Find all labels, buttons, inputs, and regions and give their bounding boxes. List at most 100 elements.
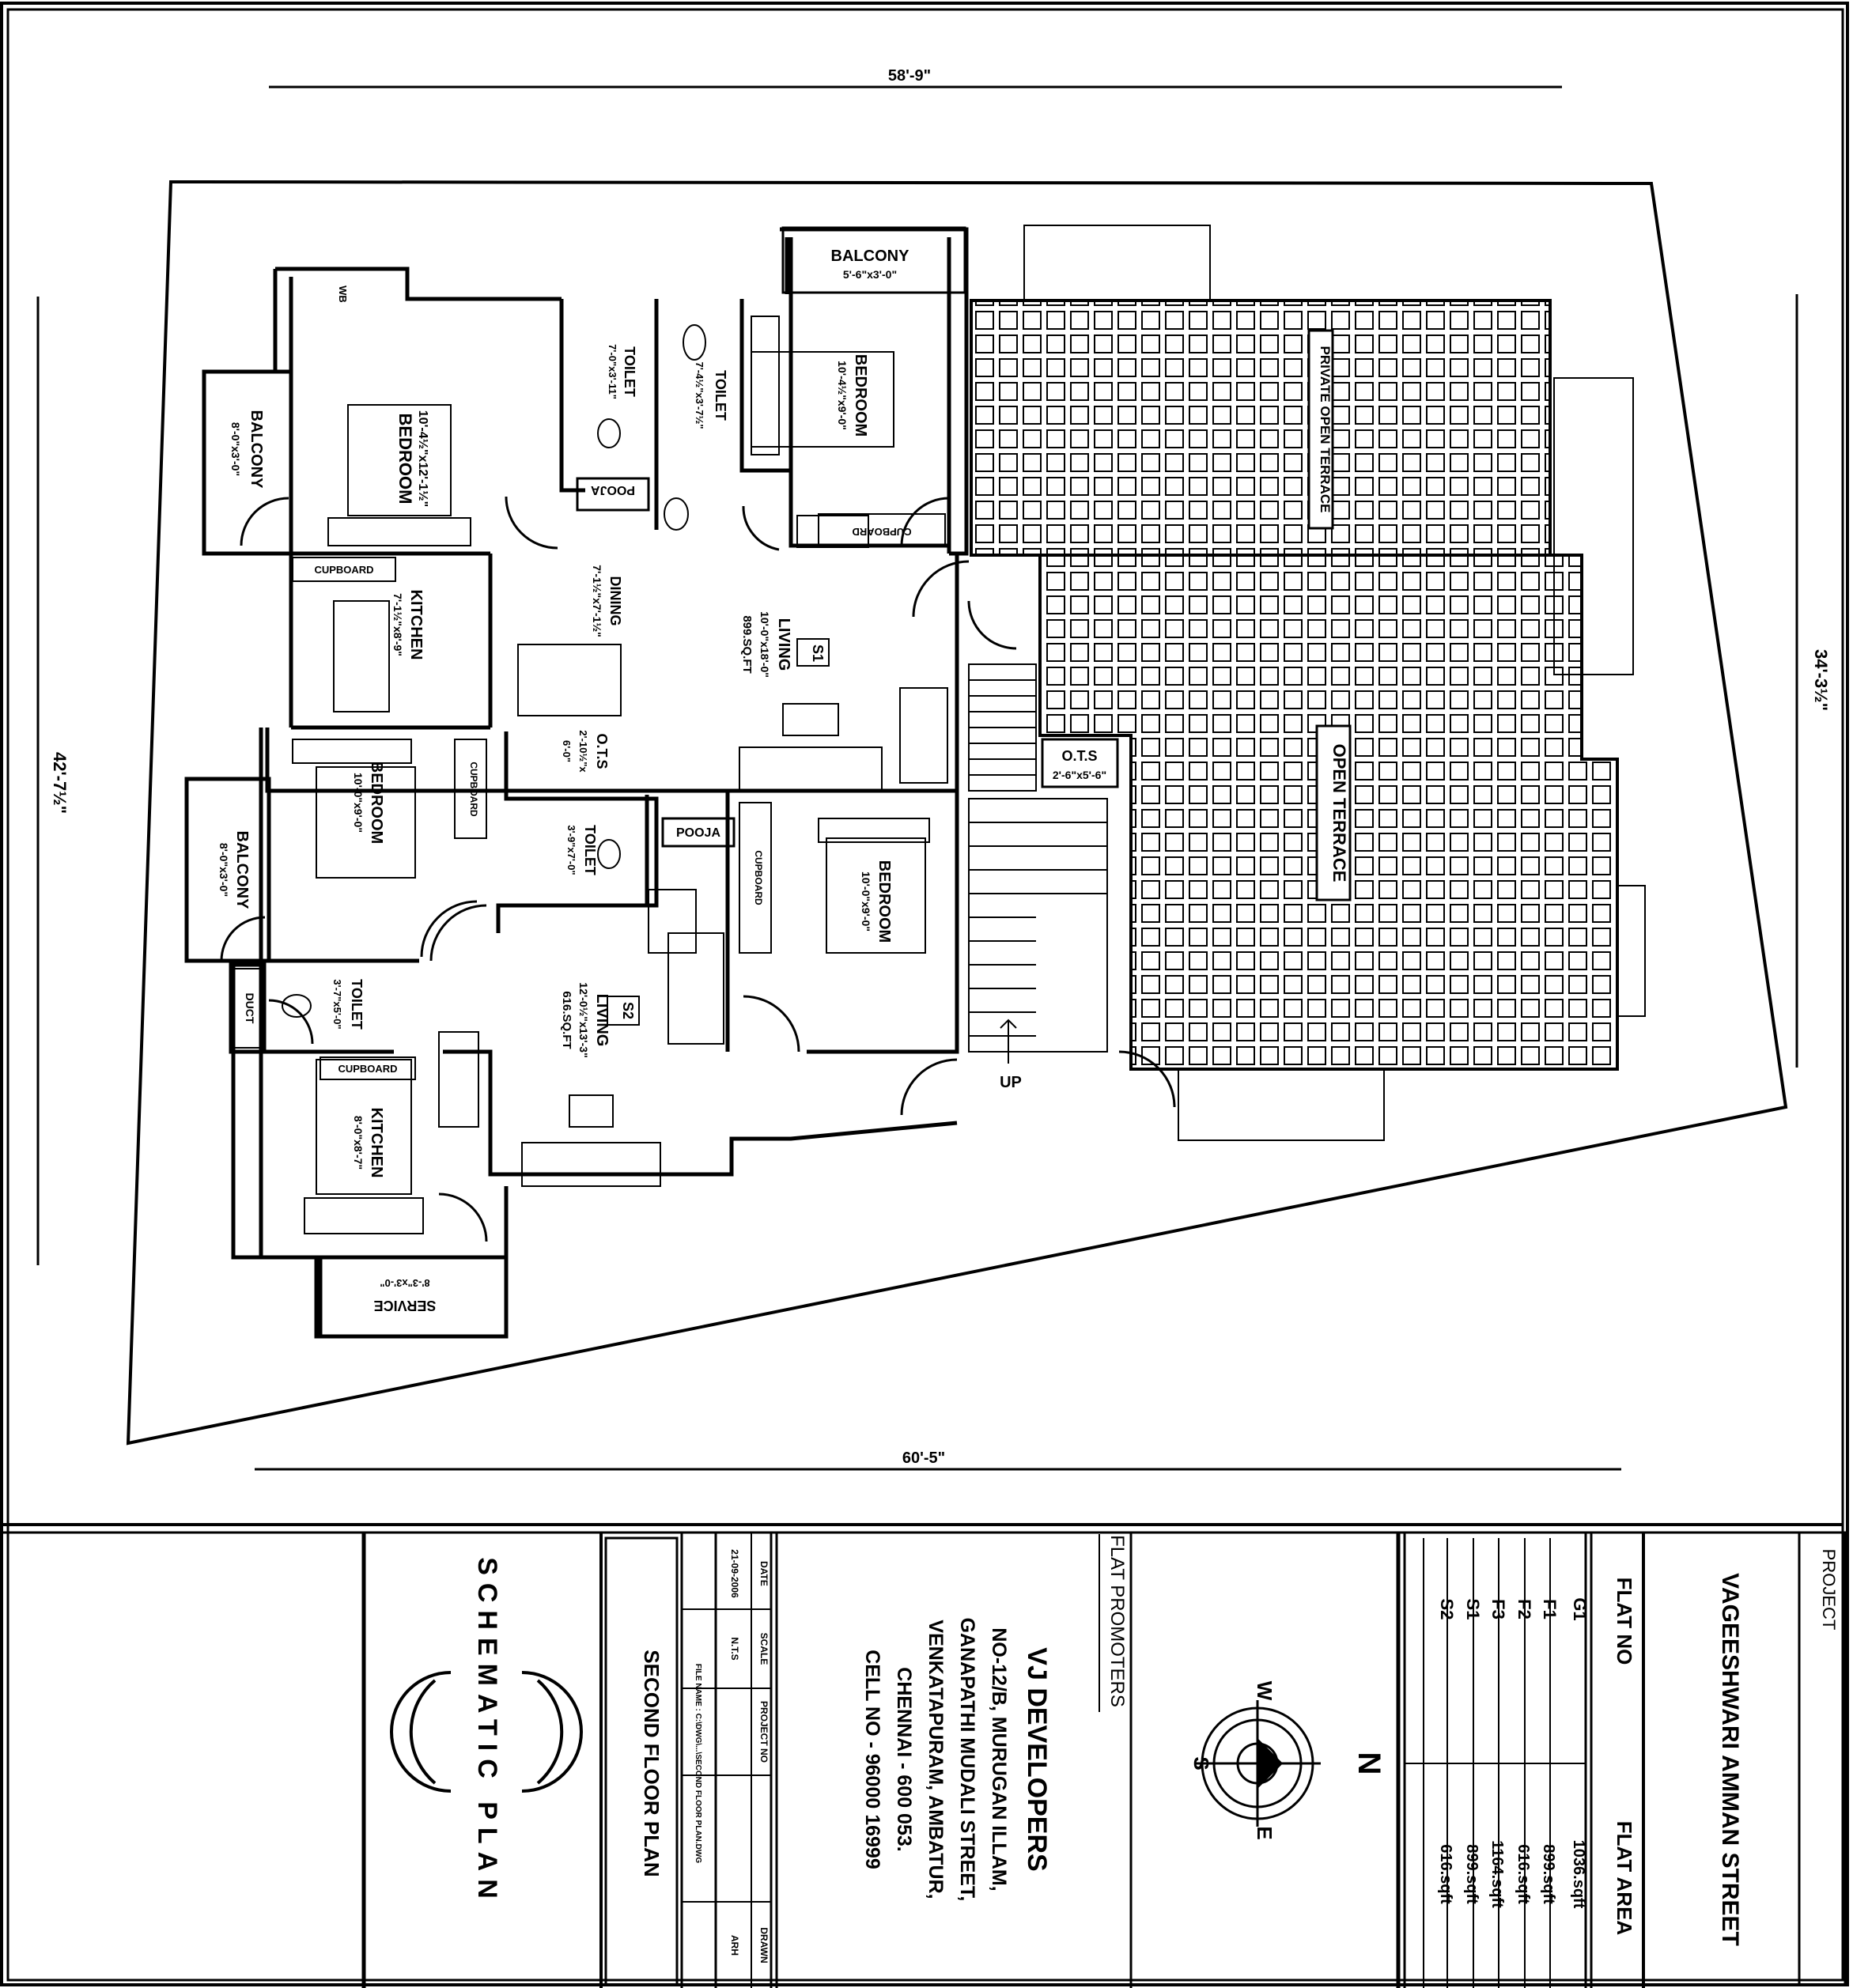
dim-left: 42'-7½"	[50, 752, 70, 814]
kitchen2-name: KITCHEN	[368, 1108, 385, 1178]
private-terrace-label-box	[1307, 329, 1334, 530]
developer-line4: CHENNAI - 600 053.	[893, 1667, 915, 1851]
cupboard-kitchen1-box	[292, 557, 396, 582]
title-block-frame	[361, 1531, 1847, 1988]
compass-n: N	[1352, 1752, 1386, 1775]
pooja2-label: POOJA	[676, 826, 720, 840]
ots1-name: O.T.S	[594, 733, 610, 769]
building-walls	[184, 227, 969, 1339]
living-s1-size: 10'-0"x18'-0"	[758, 611, 771, 678]
toilet2-size: 7'-4½"x3'-7½"	[694, 361, 705, 429]
toilet3-name: TOILET	[582, 825, 598, 875]
flat-promoters-label: FLAT PROMOTERS	[1106, 1535, 1128, 1707]
compass-s: S	[1189, 1756, 1213, 1770]
living-s2-name: LIVING	[593, 994, 611, 1047]
compass-w: W	[1253, 1681, 1276, 1701]
dimension-lines	[36, 85, 1798, 1471]
developer-line2: GANAPATHI MUDALI STREET,	[956, 1618, 978, 1902]
dim-right: 34'-3½"	[1811, 649, 1831, 711]
flat-row-area: 616.sqft	[1437, 1844, 1454, 1904]
developer-line5: CELL NO - 96000 16999	[861, 1650, 883, 1869]
toilet2-name: TOILET	[713, 370, 728, 421]
ots1-size2: 6'-0"	[561, 740, 573, 762]
flat-s1-tag	[796, 638, 830, 667]
date-value: 21-09-2006	[729, 1549, 740, 1598]
date-label: DATE	[758, 1561, 770, 1586]
dim-top: 58'-9"	[888, 67, 931, 85]
flat-row-area: 899.sqft	[1463, 1844, 1481, 1904]
scale-value: N.T.S	[729, 1637, 740, 1660]
project-label: PROJECT	[1819, 1549, 1839, 1631]
pooja2-box	[661, 817, 736, 848]
flat-row-no: G1	[1570, 1597, 1590, 1620]
bedroom1-size: 10'-4½"x12'-1½"	[416, 410, 429, 507]
bedroom3-size: 10'-0"x9'-0"	[352, 773, 365, 833]
flat-s2-tag	[607, 996, 640, 1026]
duct-label: DUCT	[244, 993, 256, 1024]
service-size: 8'-3"x3'-0"	[380, 1277, 429, 1289]
file-name: FILE NAME : C:\DWG\...\SECOND FLOOR PLAN…	[694, 1664, 702, 1863]
cupboard-bedroom3-label: CUPBOARD	[468, 762, 479, 817]
bedroom2-size: 10'-4½"x9'-0"	[836, 361, 849, 430]
bedroom3-name: BEDROOM	[368, 762, 385, 844]
developer-line1: NO-12/B, MURUGAN ILLAM,	[988, 1627, 1010, 1891]
pooja1-label: POOJA	[591, 483, 635, 497]
balcony-top-name: BALCONY	[831, 248, 910, 265]
ots2-name: O.T.S	[1061, 748, 1097, 764]
staircase	[968, 663, 1108, 1064]
balcony-left-bottom-name: BALCONY	[233, 831, 251, 910]
dining-name: DINING	[607, 576, 623, 626]
pooja1-box	[576, 477, 650, 512]
toilet1-size: 7'-0"x3'-11"	[607, 344, 618, 399]
ots1-size: 2'-10½"x	[577, 730, 589, 773]
wb-label: WB	[337, 285, 349, 303]
service-name: SERVICE	[374, 1298, 437, 1313]
living-s2-size: 12'-0½"x13'-3"	[577, 982, 590, 1057]
dining-size: 7'-1½"x7'-1½"	[591, 565, 603, 637]
cupboard-bedroom2-box	[818, 513, 946, 546]
project-no-label: PROJECT NO	[758, 1701, 770, 1763]
bedroom4-name: BEDROOM	[875, 860, 893, 943]
kitchen2-size: 8'-0"x8'-7"	[352, 1116, 365, 1170]
balcony-left-bottom-size: 8'-0"x3'-0"	[217, 843, 230, 897]
compass-e: E	[1253, 1826, 1276, 1839]
toilet3-size: 3'-9"x7'-0"	[565, 825, 577, 875]
flat-row-no: F3	[1488, 1599, 1508, 1620]
flat-row-area: 1164.sqft	[1488, 1840, 1506, 1908]
scale-label: SCALE	[758, 1633, 770, 1665]
private-terrace-label: PRIVATE OPEN TERRACE	[1318, 346, 1333, 513]
cupboard-kitchen1-label: CUPBOARD	[314, 564, 373, 576]
drawn-value: ARH	[729, 1935, 740, 1956]
drawn-label: DRAWN	[758, 1927, 770, 1963]
flat-row-no: F1	[1540, 1599, 1560, 1620]
developer-line3: VENKATAPURAM, AMBATUR,	[925, 1620, 947, 1899]
open-terrace-label-box	[1315, 724, 1352, 901]
plot-boundary	[126, 180, 1788, 1446]
cupboard-bedroom4-label: CUPBOARD	[753, 850, 764, 905]
door-swings	[220, 496, 1176, 1242]
compass-rose-icon	[1194, 1700, 1321, 1827]
cupboard-bedroom4-box	[739, 802, 772, 954]
duct-box	[230, 968, 262, 1049]
up-label: UP	[1000, 1074, 1022, 1091]
flats-header-no: FLAT NO	[1613, 1578, 1636, 1665]
balcony-top-box	[781, 226, 966, 294]
flat-row-area: 616.sqft	[1515, 1844, 1532, 1904]
living-s1-name: LIVING	[775, 618, 792, 671]
flat-s2-label: S2	[620, 1002, 636, 1019]
drawing-title: SECOND FLOOR PLAN	[640, 1650, 664, 1877]
balcony-left-top-size: 8'-0"x3'-0"	[229, 422, 242, 476]
schematic-plan-label: SCHEMATIC PLAN	[472, 1557, 502, 1907]
ots2-size: 2'-6"x5'-6"	[1053, 769, 1106, 781]
balcony-top-size: 5'-6"x3'-0"	[843, 268, 897, 281]
dim-bottom: 60'-5"	[902, 1449, 945, 1467]
street-name: VAGEESHWARI AMMAN STREET	[1717, 1573, 1743, 1946]
private-terrace-tiles	[970, 299, 1552, 557]
flat-row-no: F2	[1515, 1599, 1534, 1620]
cupboard-bedroom3-box	[454, 739, 487, 839]
flat-row-no: S2	[1437, 1599, 1457, 1620]
terrace-projections	[1023, 225, 1646, 1141]
cupboard-bedroom2-label: CUPBOARD	[852, 526, 911, 538]
